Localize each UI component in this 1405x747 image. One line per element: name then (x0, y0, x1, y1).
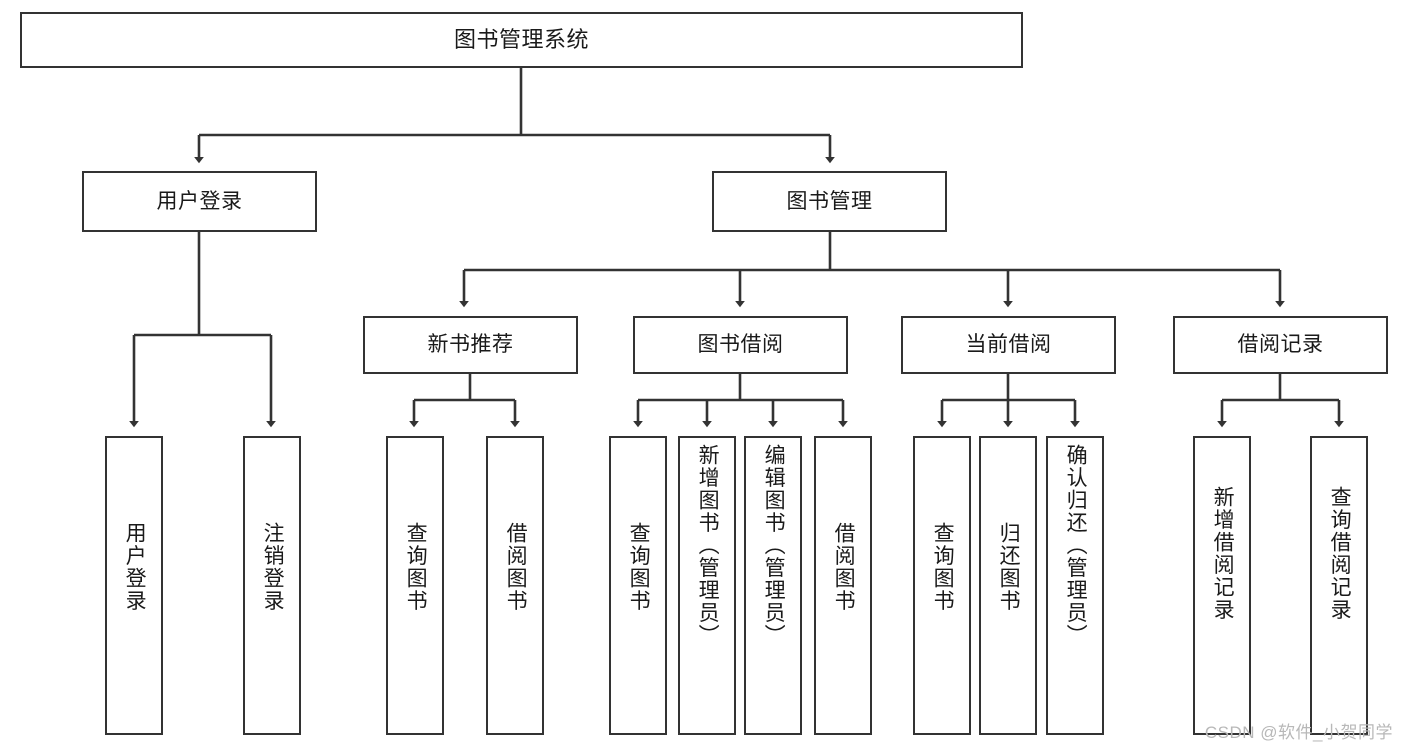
leaf-current-borrow-query-label: 查询图书 (931, 522, 955, 612)
leaf-user-login-logout[interactable]: 注销登录 (243, 436, 301, 735)
leaf-user-login-login-label: 用户登录 (123, 522, 147, 612)
leaf-current-borrow-return-label: 归还图书 (997, 522, 1021, 612)
node-user-login[interactable]: 用户登录 (82, 171, 317, 232)
node-user-login-label: 用户登录 (156, 189, 243, 213)
node-current-borrow-label: 当前借阅 (965, 333, 1052, 357)
leaf-current-borrow-confirm[interactable]: 确认归还（管理员） (1046, 436, 1104, 735)
leaf-book-borrow-add[interactable]: 新增图书（管理员） (678, 436, 736, 735)
node-book-borrow-label: 图书借阅 (697, 333, 784, 357)
node-book-borrow[interactable]: 图书借阅 (633, 316, 848, 374)
leaf-new-book-borrow[interactable]: 借阅图书 (486, 436, 544, 735)
node-root-label: 图书管理系统 (453, 26, 589, 52)
leaf-user-login-logout-label: 注销登录 (261, 522, 285, 612)
leaf-new-book-query-label: 查询图书 (404, 522, 428, 612)
leaf-borrow-record-query-label: 查询借阅记录 (1328, 486, 1352, 621)
leaf-book-borrow-edit[interactable]: 编辑图书（管理员） (744, 436, 802, 735)
node-new-book-recommend[interactable]: 新书推荐 (363, 316, 578, 374)
leaf-book-borrow-query[interactable]: 查询图书 (609, 436, 667, 735)
leaf-book-borrow-add-label: 新增图书（管理员） (696, 444, 720, 647)
leaf-user-login-login[interactable]: 用户登录 (105, 436, 163, 735)
node-borrow-record[interactable]: 借阅记录 (1173, 316, 1388, 374)
leaf-borrow-record-add[interactable]: 新增借阅记录 (1193, 436, 1251, 735)
leaf-current-borrow-query[interactable]: 查询图书 (913, 436, 971, 735)
node-current-borrow[interactable]: 当前借阅 (901, 316, 1116, 374)
leaf-current-borrow-confirm-label: 确认归还（管理员） (1064, 444, 1088, 647)
leaf-book-borrow-edit-label: 编辑图书（管理员） (762, 444, 786, 647)
leaf-current-borrow-return[interactable]: 归还图书 (979, 436, 1037, 735)
leaf-book-borrow-borrow[interactable]: 借阅图书 (814, 436, 872, 735)
node-book-management[interactable]: 图书管理 (712, 171, 947, 232)
node-new-book-recommend-label: 新书推荐 (427, 333, 514, 357)
leaf-borrow-record-query[interactable]: 查询借阅记录 (1310, 436, 1368, 735)
leaf-new-book-query[interactable]: 查询图书 (386, 436, 444, 735)
leaf-book-borrow-query-label: 查询图书 (627, 522, 651, 612)
node-root[interactable]: 图书管理系统 (20, 12, 1023, 68)
leaf-new-book-borrow-label: 借阅图书 (504, 522, 528, 612)
leaf-borrow-record-add-label: 新增借阅记录 (1211, 486, 1235, 621)
node-book-management-label: 图书管理 (786, 189, 873, 213)
leaf-book-borrow-borrow-label: 借阅图书 (832, 522, 856, 612)
watermark: CSDN @软件_小贺同学 (1204, 723, 1393, 742)
node-borrow-record-label: 借阅记录 (1237, 333, 1324, 357)
